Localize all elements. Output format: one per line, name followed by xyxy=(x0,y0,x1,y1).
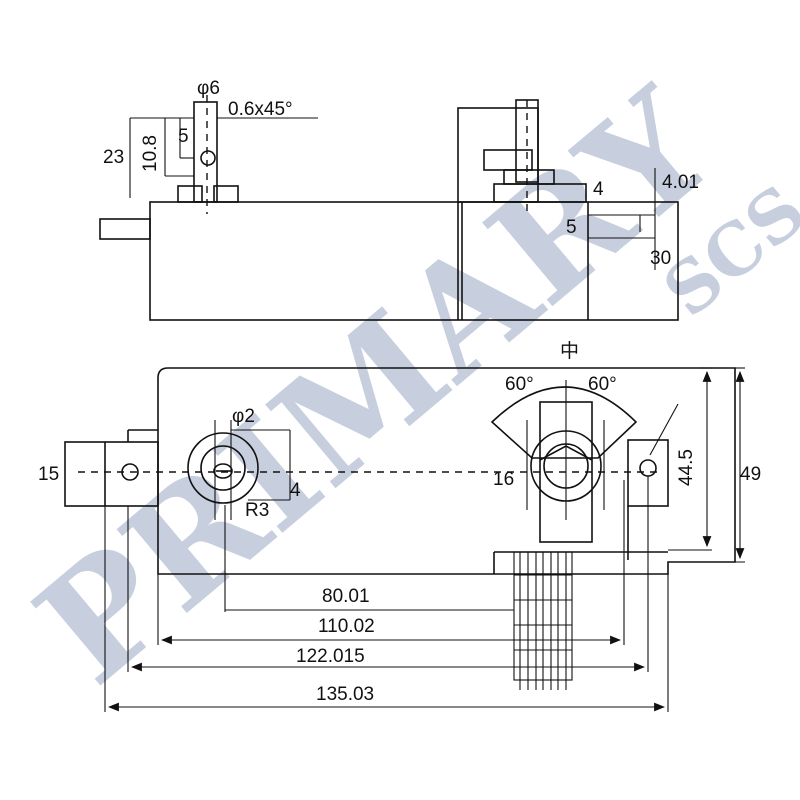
left-tab xyxy=(64,441,159,507)
label-r3: R3 xyxy=(245,500,269,521)
label-4-top: 4 xyxy=(593,179,604,200)
watermark: PRIMARY SCS xyxy=(5,56,800,717)
label-80-01: 80.01 xyxy=(322,586,370,607)
left-rotor xyxy=(187,432,259,504)
label-15: 15 xyxy=(38,464,59,485)
label-chamfer: 0.6x45° xyxy=(228,99,293,120)
terminal-pins xyxy=(513,551,573,690)
pin-hole xyxy=(200,150,216,166)
top-view: φ6 0.6x45° 23 10.8 5 4 4.01 5 30 xyxy=(99,78,699,321)
label-60-left: 60° xyxy=(505,374,534,395)
label-16: 16 xyxy=(493,469,514,490)
label-30: 30 xyxy=(650,248,671,269)
label-4-01: 4.01 xyxy=(662,172,699,193)
label-44-5: 44.5 xyxy=(676,449,697,486)
label-110-02: 110.02 xyxy=(318,616,375,637)
top-body xyxy=(149,201,679,321)
sector xyxy=(490,386,638,459)
label-phi2: φ2 xyxy=(232,406,255,427)
label-10-8: 10.8 xyxy=(140,135,161,172)
label-phi6: φ6 xyxy=(197,78,220,99)
label-4-hole: 4 xyxy=(290,480,301,501)
front-view: 15 φ2 4 R3 中 60° 60° 16 xyxy=(38,340,761,712)
label-60-right: 60° xyxy=(588,374,617,395)
label-23: 23 xyxy=(103,147,124,168)
right-tab-hole xyxy=(639,459,657,477)
label-122-015: 122.015 xyxy=(296,646,365,667)
label-5-right: 5 xyxy=(566,217,577,238)
label-135-03: 135.03 xyxy=(316,684,374,705)
label-5-left: 5 xyxy=(178,126,189,147)
label-49: 49 xyxy=(740,464,761,485)
left-shaft xyxy=(99,218,151,240)
left-pin xyxy=(193,101,218,203)
label-center-mark: 中 xyxy=(560,340,579,362)
